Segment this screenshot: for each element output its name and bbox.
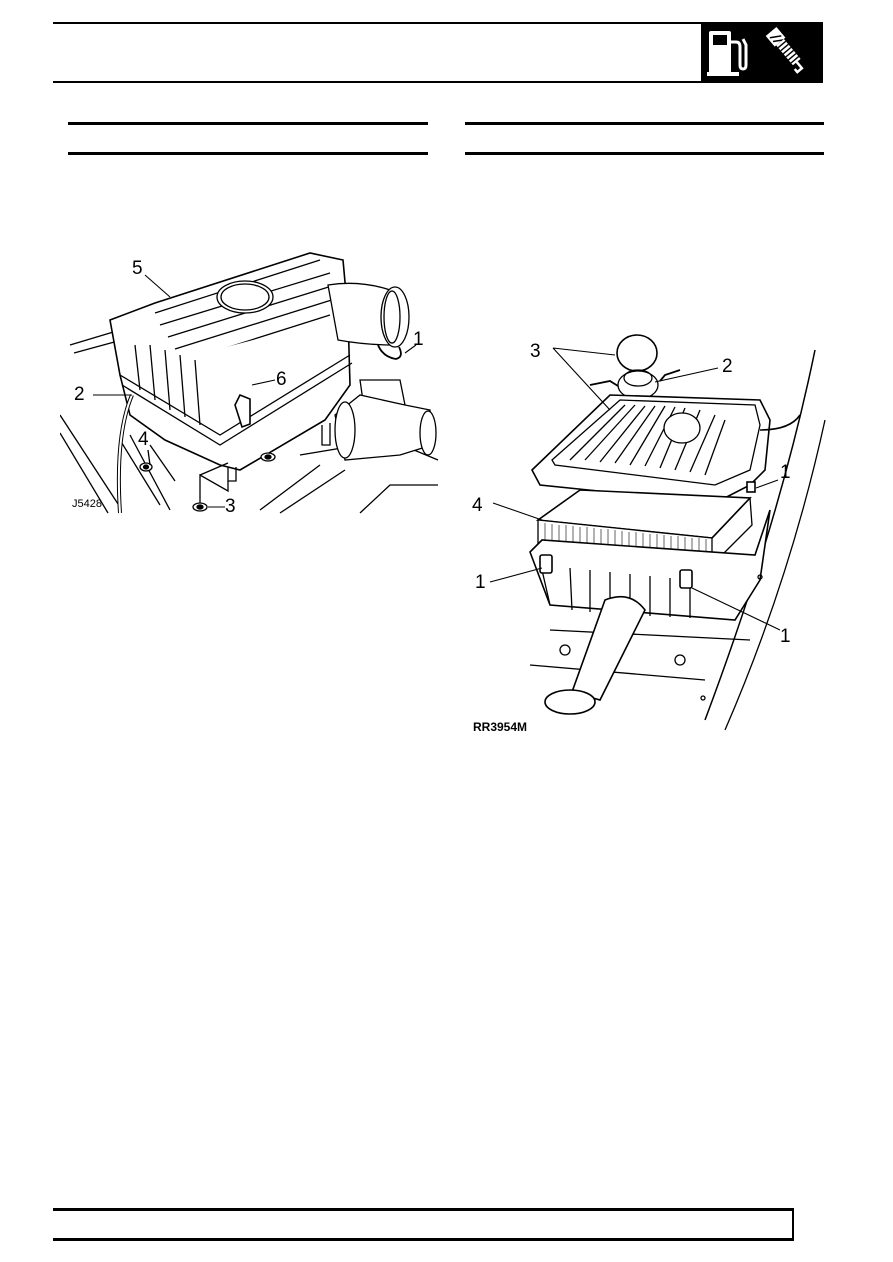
callout-6: 6 [276, 369, 287, 390]
section-icon-block [701, 22, 823, 83]
footer-bottom-rule [53, 1238, 794, 1241]
callout-2: 2 [722, 356, 733, 377]
callout-1-right: 1 [780, 626, 791, 647]
left-section-title-top-rule [68, 122, 428, 125]
spark-plug-icon [765, 26, 804, 74]
left-section-title-bottom-rule [68, 152, 428, 155]
figure-air-cleaner-exploded: 1 1 1 2 3 4 RR3954M [460, 320, 840, 740]
header-top-rule [53, 22, 703, 24]
footer-right-rule [792, 1210, 794, 1241]
callout-4: 4 [138, 429, 149, 450]
footer-top-rule [53, 1208, 794, 1211]
callout-1-top: 1 [780, 462, 791, 483]
right-section-title-bottom-rule [465, 152, 824, 155]
air-cleaner-installed-illustration [59, 252, 439, 514]
right-section-title-top-rule [465, 122, 824, 125]
callout-1: 1 [413, 329, 424, 350]
air-cleaner-exploded-illustration [489, 334, 826, 731]
figure-id-j5428: J5428 [72, 498, 102, 510]
callout-3: 3 [530, 341, 541, 362]
callout-2: 2 [74, 384, 85, 405]
callout-4: 4 [472, 495, 483, 516]
callout-5: 5 [132, 258, 143, 279]
callout-3: 3 [225, 496, 236, 517]
fuel-pump-icon [707, 26, 804, 76]
figure-id-rr3954m: RR3954M [473, 720, 528, 734]
header-bottom-rule [53, 81, 703, 83]
figure-air-cleaner-installed: 1 2 3 4 5 6 J5428 [59, 245, 440, 517]
callout-1-left: 1 [475, 572, 486, 593]
